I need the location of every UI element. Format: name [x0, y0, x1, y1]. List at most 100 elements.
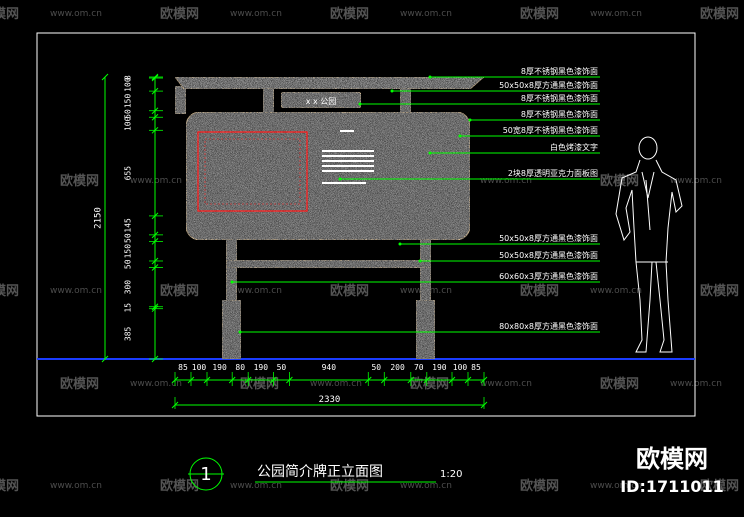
callout-dot: [428, 151, 432, 155]
watermark-brand: 欧模网: [0, 283, 19, 299]
watermark-brand: 欧模网: [60, 173, 99, 189]
height-dim-value: 8: [124, 75, 133, 80]
watermark-site: www.om.cn: [310, 379, 362, 389]
watermark-brand: 欧模网: [520, 283, 559, 299]
callout-dot: [338, 177, 342, 181]
callout-label: 8厚不锈钢黑色漆饰面: [521, 109, 598, 119]
height-dim-value: 150: [124, 94, 133, 109]
height-dim-value: 50: [124, 233, 133, 243]
canopy-roof: [174, 76, 486, 90]
width-dim-value: 100: [192, 363, 207, 372]
watermark-site: www.om.cn: [230, 286, 282, 296]
callout-label: 8厚不锈钢黑色漆饰面: [521, 93, 598, 103]
watermark-brand: 欧模网: [160, 6, 199, 22]
brand-badge: 欧模网 ID:1711011: [620, 445, 724, 496]
callout-label: 50x50x8厚方通黑色漆饰面: [499, 233, 598, 243]
height-dim-value: 145: [124, 218, 133, 233]
watermark-brand: 欧模网: [160, 283, 199, 299]
watermark-site: www.om.cn: [400, 481, 452, 491]
watermark-brand: 欧模网: [0, 6, 19, 22]
text-block: [322, 130, 374, 184]
watermark-site: www.om.cn: [480, 176, 532, 186]
map-frame: [197, 131, 308, 212]
callout-label: 2块8厚透明亚克力面板图: [508, 168, 598, 178]
watermark-site: www.om.cn: [230, 9, 282, 19]
height-dim-value: 300: [124, 280, 133, 295]
width-dim-value: 940: [322, 363, 337, 372]
callout-dot: [390, 89, 394, 93]
watermark-site: www.om.cn: [590, 9, 642, 19]
height-dim-value: 100: [124, 77, 133, 92]
sign-header-text: x x 公园: [306, 97, 337, 106]
callout-dot: [230, 280, 234, 284]
watermark-brand: 欧模网: [600, 173, 639, 189]
height-dim-value: 150: [124, 244, 133, 259]
right-plinth: [415, 299, 436, 360]
width-dim-value: 70: [414, 363, 424, 372]
width-dim-value: 50: [277, 363, 287, 372]
height-dim-value: 655: [124, 166, 133, 181]
watermark-site: www.om.cn: [590, 286, 642, 296]
drawing-border: [36, 32, 696, 417]
callout-dot: [458, 134, 462, 138]
watermark-site: www.om.cn: [130, 176, 182, 186]
dim-tick: [101, 355, 109, 363]
material-callouts: 8厚不锈钢黑色漆饰面50x50x8厚方通黑色漆饰面8厚不锈钢黑色漆饰面8厚不锈钢…: [230, 66, 600, 334]
sign-structure: x x 公园: [174, 76, 486, 360]
watermark-brand: 欧模网: [160, 478, 199, 494]
title-block: 1 公园简介牌正立面图 1:20: [188, 457, 462, 491]
callout-label: 60x60x3厚方通黑色漆饰面: [499, 271, 598, 281]
watermark-site: www.om.cn: [130, 379, 182, 389]
scale-figure: [615, 136, 683, 353]
upper-right-support-2: [399, 85, 412, 115]
height-total-value: 2150: [94, 207, 104, 229]
badge-brand: 欧模网: [636, 445, 708, 473]
watermark-site: www.om.cn: [50, 9, 102, 19]
main-board: [185, 111, 471, 241]
watermark-brand: 欧模网: [700, 283, 739, 299]
width-dim-value: 190: [212, 363, 227, 372]
drawing-title: 公园简介牌正立面图: [257, 463, 383, 480]
width-dim-value: 200: [390, 363, 405, 372]
watermark-brand: 欧模网: [330, 283, 369, 299]
watermark-brand: 欧模网: [600, 376, 639, 392]
width-total-value: 2330: [319, 395, 341, 405]
watermark-site: www.om.cn: [50, 481, 102, 491]
watermark-site: www.om.cn: [50, 286, 102, 296]
watermark-site: www.om.cn: [590, 481, 642, 491]
upper-right-support: [262, 85, 275, 115]
watermark-brand: 欧模网: [330, 478, 369, 494]
height-dim-value: 385: [124, 326, 133, 341]
badge-id: ID:1711011: [620, 477, 724, 496]
callout-dot: [418, 259, 422, 263]
watermark-site: www.om.cn: [230, 481, 282, 491]
left-plinth: [221, 299, 242, 360]
header-plate: [280, 91, 362, 109]
height-dim-value: 100: [124, 116, 133, 131]
width-dim-value: 100: [453, 363, 468, 372]
watermark-brand: 欧模网: [60, 376, 99, 392]
watermark-brand: 欧模网: [330, 6, 369, 22]
watermark-brand: 欧模网: [410, 376, 449, 392]
height-dim-value: 50: [124, 259, 133, 269]
callout-label: 50x50x8厚方通黑色漆饰面: [499, 80, 598, 90]
drawing-number: 1: [200, 464, 211, 485]
width-dim-value: 50: [371, 363, 381, 372]
callout-dot: [398, 242, 402, 246]
callout-dot: [358, 102, 362, 106]
width-dim-value: 85: [178, 363, 188, 372]
callout-label: 白色烤漆文字: [550, 142, 598, 152]
height-dim-value: 50: [124, 109, 133, 119]
height-dim-value: 15: [124, 303, 133, 313]
callout-dot: [468, 118, 472, 122]
width-dim-value: 190: [254, 363, 269, 372]
dim-tick: [101, 73, 109, 81]
watermark-brand: 欧模网: [520, 478, 559, 494]
watermark-brand: 欧模网: [700, 6, 739, 22]
watermark-brand: 欧模网: [700, 478, 739, 494]
width-dim-value: 190: [432, 363, 447, 372]
callout-label: 50x50x8厚方通黑色漆饰面: [499, 250, 598, 260]
